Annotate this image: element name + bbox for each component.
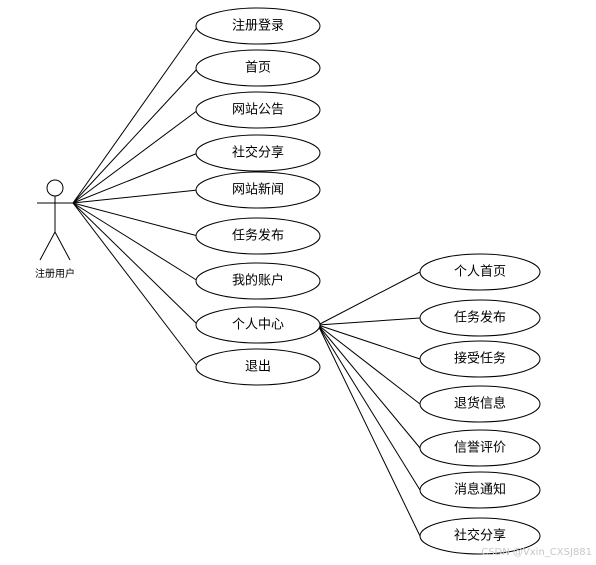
actor-label: 注册用户 xyxy=(35,267,75,280)
use-case-accept-task: 接受任务 xyxy=(419,340,541,378)
use-case-personal-center: 个人中心 xyxy=(195,306,321,344)
use-case-label: 退出 xyxy=(245,360,271,375)
use-case-label: 个人首页 xyxy=(454,265,506,280)
use-case-ellipse xyxy=(419,385,541,423)
actor-left-leg xyxy=(39,231,56,261)
use-case-label: 我的账户 xyxy=(232,273,284,289)
association-line-credit-review xyxy=(317,324,421,449)
association-line-return-info xyxy=(317,324,421,405)
association-line-message-notice xyxy=(317,324,421,491)
use-case-ellipse xyxy=(195,306,321,344)
use-case-label: 接受任务 xyxy=(454,351,506,367)
use-case-ellipse xyxy=(195,7,321,45)
use-case-label: 注册登录 xyxy=(232,19,284,34)
use-case-home: 首页 xyxy=(195,49,321,87)
use-case-site-announcement: 网站公告 xyxy=(195,91,321,129)
use-case-social-sharing: 社交分享 xyxy=(195,134,321,172)
association-line-site-news xyxy=(72,189,199,204)
association-line-social-sharing-2 xyxy=(317,324,421,537)
use-case-social-sharing-2: 社交分享 xyxy=(419,517,541,555)
use-case-label: 社交分享 xyxy=(454,528,506,544)
association-line-personal-home xyxy=(317,271,421,326)
use-case-my-account: 我的账户 xyxy=(195,262,321,300)
actor-right-leg xyxy=(54,231,71,261)
use-case-ellipse xyxy=(195,171,321,209)
use-case-site-news: 网站新闻 xyxy=(195,171,321,209)
association-line-social-sharing xyxy=(72,152,199,204)
use-case-ellipse xyxy=(419,471,541,509)
association-line-my-account xyxy=(72,202,199,282)
association-line-personal-center xyxy=(72,202,199,326)
use-case-ellipse xyxy=(195,91,321,129)
association-line-task-publish-2 xyxy=(317,317,421,326)
actor-head xyxy=(46,179,64,197)
use-case-label: 消息通知 xyxy=(454,482,506,498)
use-case-message-notice: 消息通知 xyxy=(419,471,541,509)
use-case-label: 网站新闻 xyxy=(232,182,284,198)
association-line-site-announcement xyxy=(72,109,199,204)
use-case-label: 退货信息 xyxy=(454,396,506,412)
use-case-credit-review: 信誉评价 xyxy=(419,429,541,467)
use-case-ellipse xyxy=(419,253,541,291)
use-case-label: 首页 xyxy=(245,61,271,76)
use-case-return-info: 退货信息 xyxy=(419,385,541,423)
use-case-label: 信誉评价 xyxy=(454,441,506,456)
association-line-logout xyxy=(72,202,199,368)
association-line-task-publish xyxy=(72,202,199,237)
association-lines xyxy=(72,25,421,537)
use-case-label: 社交分享 xyxy=(232,145,284,161)
use-case-ellipse xyxy=(195,134,321,172)
use-case-ellipse xyxy=(419,429,541,467)
association-line-register-login xyxy=(72,25,199,204)
watermark: CSDN @Vxin_CXSJ881 xyxy=(481,547,592,558)
actor-figure: 注册用户 xyxy=(35,179,75,280)
association-line-accept-task xyxy=(317,324,421,360)
use-case-ellipse xyxy=(419,299,541,337)
use-case-ellipse xyxy=(419,340,541,378)
use-case-ellipse xyxy=(195,49,321,87)
use-case-ellipse xyxy=(195,348,321,386)
use-case-ellipse xyxy=(195,262,321,300)
use-case-register-login: 注册登录 xyxy=(195,7,321,45)
use-case-label: 任务发布 xyxy=(454,310,506,326)
use-case-task-publish-2: 任务发布 xyxy=(419,299,541,337)
use-case-ellipse xyxy=(195,217,321,255)
use-case-label: 任务发布 xyxy=(232,228,284,244)
association-line-home xyxy=(72,67,199,204)
use-case-ellipse xyxy=(419,517,541,555)
use-case-task-publish: 任务发布 xyxy=(195,217,321,255)
use-case-personal-home: 个人首页 xyxy=(419,253,541,291)
use-case-logout: 退出 xyxy=(195,348,321,386)
use-case-label: 网站公告 xyxy=(232,103,284,118)
use-case-label: 个人中心 xyxy=(232,318,284,333)
